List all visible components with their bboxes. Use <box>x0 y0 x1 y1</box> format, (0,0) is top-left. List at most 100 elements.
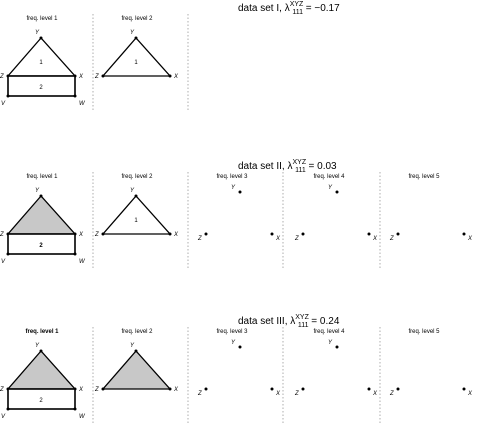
vertex-label-x: X <box>173 387 179 393</box>
dataset-title-value: = 0.24 <box>309 316 340 327</box>
dataset-title-value: = 0.03 <box>306 161 337 172</box>
vertex-dot <box>238 345 242 349</box>
lambda-superscript: XYZ <box>292 159 306 166</box>
lambda-symbol: λ <box>285 3 290 14</box>
box-clique <box>7 233 76 255</box>
vertex-label-x: X <box>78 232 84 238</box>
vertex-dot <box>168 232 172 236</box>
vertex-dot <box>39 36 43 40</box>
dataset-title-prefix: data set III, <box>238 316 290 327</box>
triangle-clique <box>101 350 172 390</box>
vertex-dot <box>204 232 208 236</box>
vertex-label-x: X <box>173 232 179 238</box>
freq-level-label: freq. level 3 <box>216 174 248 180</box>
lambda-symbol: λ <box>287 161 292 172</box>
vertex-label-z: Z <box>94 387 99 393</box>
vertex-label-y: Y <box>328 340 333 346</box>
vertex-dot <box>396 232 400 236</box>
freq-level-label: freq. level 1 <box>26 16 58 22</box>
freq-level-label: freq. level 5 <box>408 329 440 335</box>
vertex-label-x: X <box>372 391 378 397</box>
vertex-dot <box>168 74 172 78</box>
vertex-label-z: Z <box>389 236 394 242</box>
vertex-dot <box>6 407 10 411</box>
vertex-label-y: Y <box>231 185 236 191</box>
vertex-label-x: X <box>372 236 378 242</box>
freq-level-label: freq. level 2 <box>121 329 153 335</box>
vertex-label-x: X <box>78 387 84 393</box>
vertex-label-z: Z <box>0 232 4 238</box>
dataset-title-prefix: data set I, <box>238 3 285 14</box>
vertex-dot <box>6 94 10 98</box>
lambda-superscript: XYZ <box>290 1 304 8</box>
vertex-dot <box>462 387 466 391</box>
freq-level-label: freq. level 1 <box>26 174 58 180</box>
triangle-clique <box>6 37 77 77</box>
vertex-label-v: V <box>1 414 6 420</box>
freq-level-label: freq. level 4 <box>313 174 345 180</box>
lambda-subscript: 111 <box>298 322 309 329</box>
vertex-dot <box>270 387 274 391</box>
vertex-label-w: W <box>79 414 86 420</box>
vertex-label-z: Z <box>197 391 202 397</box>
lambda-superscript: XYZ <box>295 314 309 321</box>
vertex-dot <box>238 190 242 194</box>
vertex-label-x: X <box>275 236 281 242</box>
vertex-dot <box>396 387 400 391</box>
vertex-label-x: X <box>275 391 281 397</box>
vertex-dot <box>367 387 371 391</box>
triangle-clique <box>101 195 172 235</box>
vertex-dot <box>6 252 10 256</box>
vertex-label-x: X <box>173 74 179 80</box>
triangle-clique <box>6 350 77 390</box>
vertex-dot <box>134 194 138 198</box>
box-clique <box>7 388 76 410</box>
vertex-dot <box>134 36 138 40</box>
vertex-dot <box>101 232 105 236</box>
vertex-dot <box>73 252 77 256</box>
triangle-number: 1 <box>39 60 43 66</box>
lambda-subscript: 111 <box>292 9 303 16</box>
vertex-dot <box>168 387 172 391</box>
vertex-label-y: Y <box>35 188 40 194</box>
vertex-dot <box>101 387 105 391</box>
vertex-dot <box>39 194 43 198</box>
vertex-label-y: Y <box>130 188 135 194</box>
triangle-clique <box>6 195 77 235</box>
freq-level-label: freq. level 2 <box>121 174 153 180</box>
vertex-label-w: W <box>79 259 86 265</box>
vertex-label-z: Z <box>294 391 299 397</box>
triangle-number: 1 <box>134 60 138 66</box>
freq-level-label: freq. level 2 <box>121 16 153 22</box>
dataset-title-value: = −0.17 <box>303 3 340 14</box>
vertex-label-z: Z <box>294 236 299 242</box>
vertex-label-v: V <box>1 259 6 265</box>
dataset-title-prefix: data set II, <box>238 161 287 172</box>
vertex-label-x: X <box>78 74 84 80</box>
vertex-label-y: Y <box>328 185 333 191</box>
vertex-dot <box>134 349 138 353</box>
vertex-label-z: Z <box>197 236 202 242</box>
triangle-clique <box>101 37 172 77</box>
vertex-dot <box>204 387 208 391</box>
box-clique <box>7 75 76 97</box>
vertex-label-y: Y <box>130 30 135 36</box>
box-number: 2 <box>39 243 43 249</box>
vertex-label-w: W <box>79 101 86 107</box>
freq-level-label: freq. level 4 <box>313 329 345 335</box>
box-number: 2 <box>39 398 43 404</box>
freq-level-panel-1: freq. level 1 Y Z X 2V W <box>0 172 94 268</box>
vertex-label-x: X <box>467 391 473 397</box>
